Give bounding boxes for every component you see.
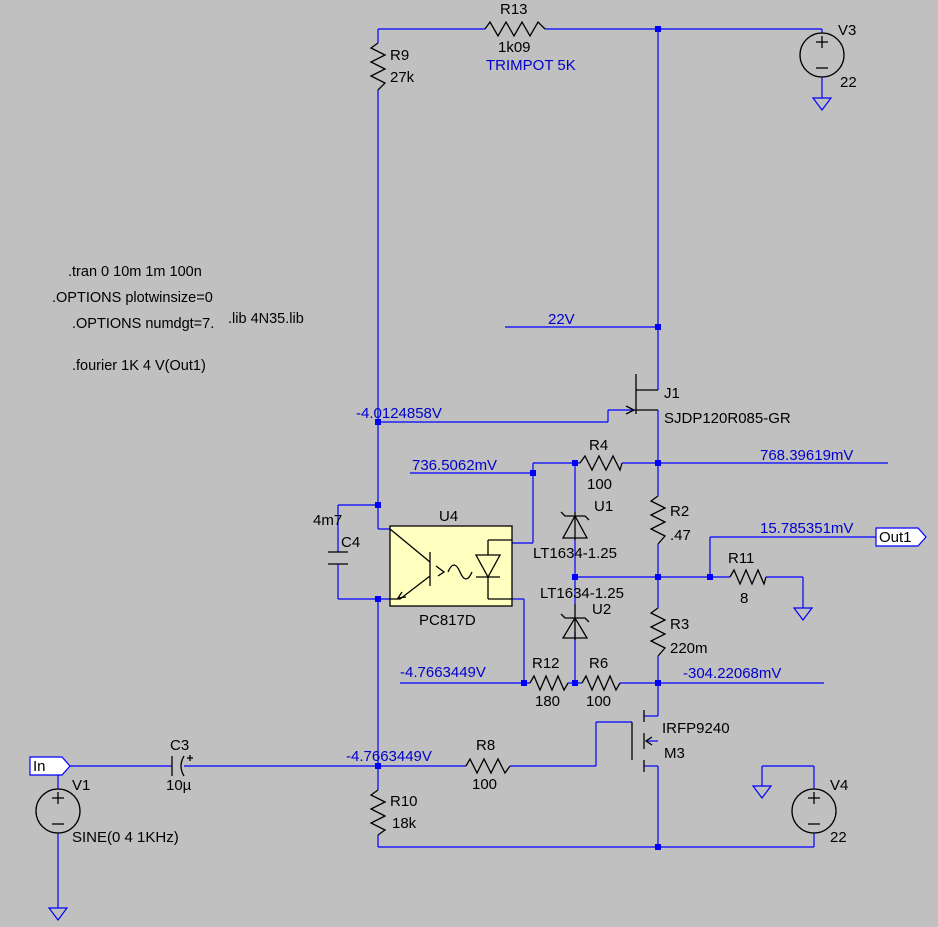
node-label-supply: 22V bbox=[548, 311, 575, 328]
node-label-j1-gate: -4.0124858V bbox=[356, 405, 442, 422]
ground-symbols bbox=[47, 97, 833, 921]
voltage-source-v1[interactable] bbox=[35, 788, 81, 834]
directive-plotwinsize[interactable]: .OPTIONS plotwinsize=0 bbox=[52, 290, 213, 306]
output-port-label: Out1 bbox=[879, 529, 912, 546]
directive-numdgt[interactable]: .OPTIONS numdgt=7. bbox=[72, 316, 214, 332]
directive-tran[interactable]: .tran 0 10m 1m 100n bbox=[68, 264, 202, 280]
capacitor-c3[interactable] bbox=[171, 755, 193, 777]
output-port[interactable]: Out1 bbox=[875, 527, 927, 547]
u4-name: U4 bbox=[439, 508, 458, 525]
u1-name: U1 bbox=[594, 498, 613, 515]
r2-name: R2 bbox=[670, 503, 689, 520]
r2-value: .47 bbox=[670, 527, 691, 544]
node-voltage-labels: 22V -4.0124858V 736.5062mV 768.39619mV 1… bbox=[346, 311, 853, 765]
u2-value: LT1634-1.25 bbox=[540, 585, 624, 602]
r6-name: R6 bbox=[589, 655, 608, 672]
resistor-r6[interactable] bbox=[581, 674, 621, 692]
capacitor-c4[interactable] bbox=[328, 551, 348, 565]
node-label-j1-source: 768.39619mV bbox=[760, 447, 853, 464]
voltage-source-v3[interactable] bbox=[799, 32, 845, 78]
mosfet-m3[interactable] bbox=[631, 710, 653, 772]
c4-name: C4 bbox=[341, 534, 360, 551]
resistor-r4[interactable] bbox=[579, 454, 623, 472]
zener-u1[interactable] bbox=[560, 511, 590, 540]
node-label-u1-top: 736.5062mV bbox=[412, 457, 497, 474]
node-label-m3-gate: -4.7663449V bbox=[346, 748, 432, 765]
m3-name: M3 bbox=[664, 745, 685, 762]
optocoupler-u4[interactable] bbox=[389, 525, 513, 607]
r9-name: R9 bbox=[390, 47, 409, 64]
junctions bbox=[375, 26, 713, 850]
resistor-r11[interactable] bbox=[729, 568, 767, 586]
m3-value: IRFP9240 bbox=[662, 720, 730, 737]
directive-lib[interactable]: .lib 4N35.lib bbox=[228, 311, 304, 327]
node-label-m3-source: -304.22068mV bbox=[683, 665, 781, 682]
node-label-out: 15.785351mV bbox=[760, 520, 853, 537]
r12-value: 180 bbox=[535, 693, 560, 710]
input-port[interactable]: In bbox=[29, 756, 71, 776]
resistor-r2[interactable] bbox=[649, 495, 667, 545]
voltage-source-v4[interactable] bbox=[791, 788, 837, 834]
directive-fourier[interactable]: .fourier 1K 4 V(Out1) bbox=[72, 358, 206, 374]
component-labels: R13 1k09 TRIMPOT 5K R9 27k V3 22 J1 SJDP… bbox=[72, 1, 857, 846]
resistor-r10[interactable] bbox=[369, 789, 387, 836]
zener-u2[interactable] bbox=[560, 604, 590, 640]
j1-value: SJDP120R085-GR bbox=[664, 410, 791, 427]
r8-name: R8 bbox=[476, 737, 495, 754]
u2-name: U2 bbox=[592, 601, 611, 618]
c3-name: C3 bbox=[170, 737, 189, 754]
v1-value: SINE(0 4 1KHz) bbox=[72, 829, 179, 846]
r8-value: 100 bbox=[472, 776, 497, 793]
r4-value: 100 bbox=[587, 476, 612, 493]
r13-value: 1k09 bbox=[498, 39, 531, 56]
r11-value: 8 bbox=[740, 590, 748, 607]
r6-value: 100 bbox=[586, 693, 611, 710]
resistor-r8[interactable] bbox=[465, 757, 511, 775]
u1-value: LT1634-1.25 bbox=[533, 545, 617, 562]
v3-value: 22 bbox=[840, 74, 857, 91]
resistor-r9[interactable] bbox=[369, 42, 387, 91]
v1-name: V1 bbox=[72, 777, 90, 794]
spice-directives: .tran 0 10m 1m 100n .OPTIONS plotwinsize… bbox=[52, 264, 304, 374]
r9-value: 27k bbox=[390, 69, 415, 86]
v4-name: V4 bbox=[830, 777, 848, 794]
jfet-j1[interactable] bbox=[625, 374, 659, 430]
r12-name: R12 bbox=[532, 655, 560, 672]
v4-value: 22 bbox=[830, 829, 847, 846]
r10-name: R10 bbox=[390, 793, 418, 810]
input-port-label: In bbox=[33, 758, 46, 775]
u4-value: PC817D bbox=[419, 612, 476, 629]
r4-name: R4 bbox=[589, 437, 608, 454]
resistor-r3[interactable] bbox=[649, 607, 667, 657]
c3-value: 10µ bbox=[166, 777, 192, 794]
r13-name: R13 bbox=[500, 1, 528, 18]
resistor-r13[interactable] bbox=[484, 20, 546, 38]
r3-value: 220m bbox=[670, 640, 708, 657]
r13-note: TRIMPOT 5K bbox=[486, 57, 576, 74]
r3-name: R3 bbox=[670, 616, 689, 633]
v3-name: V3 bbox=[838, 22, 856, 39]
node-label-r12-left: -4.7663449V bbox=[400, 664, 486, 681]
r11-name: R11 bbox=[728, 550, 754, 567]
c4-value: 4m7 bbox=[313, 512, 342, 529]
resistor-r12[interactable] bbox=[529, 674, 569, 692]
j1-name: J1 bbox=[664, 385, 680, 402]
r10-value: 18k bbox=[392, 815, 417, 832]
